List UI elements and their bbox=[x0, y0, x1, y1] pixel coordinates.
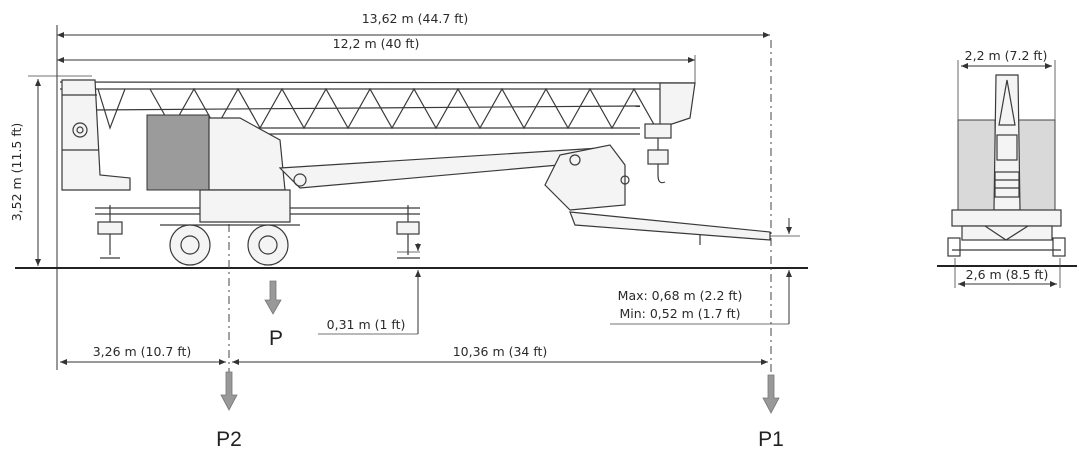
label-load-p2: P2 bbox=[216, 428, 242, 451]
outrigger-front bbox=[396, 205, 420, 259]
label-axle-to-front: 10,36 m (34 ft) bbox=[453, 344, 548, 359]
chassis bbox=[95, 189, 420, 226]
crane-side-view bbox=[59, 79, 771, 266]
counterweight-block bbox=[146, 114, 210, 191]
dimension-total-length: 13,62 m (44.7 ft) bbox=[57, 11, 770, 38]
crane-front-view: 2,2 m (7.2 ft) 2,6 m (8.5 ft) bbox=[937, 48, 1077, 288]
label-base-width: 2,6 m (8.5 ft) bbox=[966, 267, 1049, 282]
telescopic-boom bbox=[278, 144, 630, 211]
dimension-axle-to-front: 10,36 m (34 ft) bbox=[232, 344, 768, 365]
front-base-frame bbox=[951, 209, 1062, 227]
label-height: 3,52 m (11.5 ft) bbox=[9, 123, 24, 222]
label-ground-clearance: 0,31 m (1 ft) bbox=[327, 317, 406, 332]
load-arrow-p1: P1 bbox=[758, 374, 784, 451]
tower-frame bbox=[61, 79, 131, 191]
dimension-jib-length: 12,2 m (40 ft) bbox=[57, 36, 696, 84]
label-rear-overhang: 3,26 m (10.7 ft) bbox=[93, 344, 192, 359]
dimension-tip-height: Max: 0,68 m (2.2 ft) Min: 0,52 m (1.7 ft… bbox=[610, 218, 800, 325]
dimension-front-width: 2,2 m (7.2 ft) bbox=[957, 48, 1056, 120]
label-load-p1: P1 bbox=[758, 428, 784, 451]
drawbar bbox=[569, 211, 771, 245]
label-tip-height-max: Max: 0,68 m (2.2 ft) bbox=[618, 288, 743, 303]
label-jib-length: 12,2 m (40 ft) bbox=[333, 36, 420, 51]
label-load-p: P bbox=[269, 327, 283, 350]
hook-block bbox=[644, 123, 672, 184]
outrigger-rear bbox=[97, 205, 123, 259]
front-counterweight-right bbox=[1017, 119, 1056, 211]
dimension-rear-overhang: 3,26 m (10.7 ft) bbox=[60, 344, 226, 365]
turntable bbox=[208, 117, 286, 191]
label-tip-height-min: Min: 0,52 m (1.7 ft) bbox=[619, 306, 740, 321]
label-total-length: 13,62 m (44.7 ft) bbox=[362, 11, 469, 26]
label-front-width: 2,2 m (7.2 ft) bbox=[965, 48, 1048, 63]
wheel-front bbox=[247, 224, 289, 266]
load-arrow-p2: P2 bbox=[216, 371, 242, 451]
dimension-height: 3,52 m (11.5 ft) bbox=[9, 75, 92, 266]
dimension-ground-clearance: 0,31 m (1 ft) bbox=[318, 243, 421, 335]
load-arrow-p: P bbox=[264, 280, 283, 350]
front-counterweight-left bbox=[957, 119, 996, 211]
wheel-rear bbox=[169, 224, 211, 266]
dimension-base-width: 2,6 m (8.5 ft) bbox=[954, 258, 1061, 288]
